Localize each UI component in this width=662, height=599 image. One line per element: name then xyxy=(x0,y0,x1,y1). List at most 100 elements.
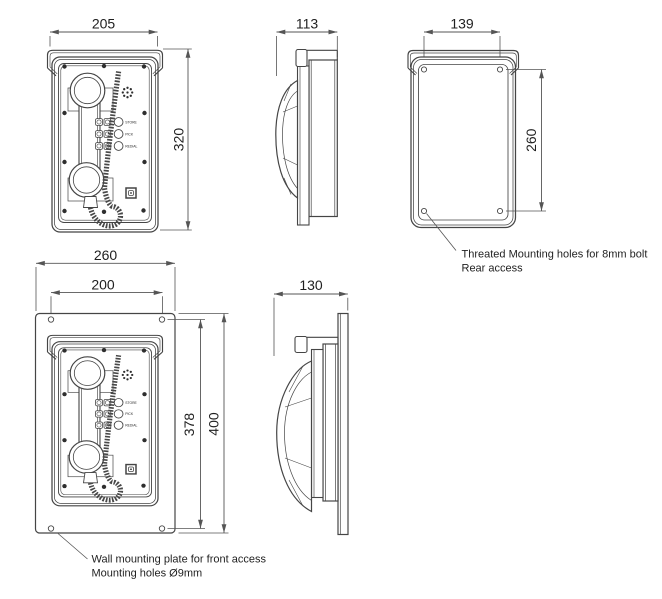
body-inner-line xyxy=(54,59,156,230)
keypad: STORE PICK REDIAL xyxy=(95,117,138,151)
rear-hole-width-value: 139 xyxy=(450,15,474,31)
screw xyxy=(62,208,67,214)
key-label-pick: PICK xyxy=(125,132,134,136)
handset-coiled-cord xyxy=(87,71,124,229)
rear-body-inner xyxy=(413,59,514,226)
screw xyxy=(141,208,146,213)
key-button xyxy=(95,130,103,138)
plate-hole-height-dimension: 378 xyxy=(167,319,205,529)
front-height-value: 320 xyxy=(171,128,187,152)
screw xyxy=(141,64,147,69)
plate-hole xyxy=(158,525,166,532)
leader-line xyxy=(57,533,88,560)
rear-mounting-holes xyxy=(420,66,504,215)
plate-height-value: 400 xyxy=(206,412,222,436)
side-view: 113 xyxy=(275,15,338,226)
screw xyxy=(101,63,107,69)
side-depth-dimension: 113 xyxy=(276,15,338,76)
screw xyxy=(101,209,107,214)
extension-lines xyxy=(506,69,546,212)
front-plate-view: 260 200 378 400 Wal xyxy=(34,247,267,580)
rear-hole-width-dimension: 139 xyxy=(423,15,501,64)
rear-annotation: Threated Mounting holes for 8mm bolt Rea… xyxy=(426,213,648,275)
rear-view: 139 260 Threated Mounting holes xyxy=(407,15,648,275)
plate-annotation: Wall mounting plate for front access Mou… xyxy=(57,533,267,580)
hood-knob xyxy=(295,48,308,68)
front-width-value: 205 xyxy=(92,15,116,31)
plate-hole xyxy=(47,525,55,532)
screw xyxy=(142,159,147,165)
rear-hole-height-dimension: 260 xyxy=(506,69,546,212)
rear-hole-height-value: 260 xyxy=(523,128,539,152)
side-depth-value: 113 xyxy=(296,15,319,31)
earpiece xyxy=(69,72,106,109)
mounting-hole xyxy=(420,207,428,215)
plate-hole-width-value: 200 xyxy=(91,277,115,293)
plate-hole-height-value: 378 xyxy=(181,413,197,437)
plate-hole xyxy=(47,316,55,323)
plate-hole-width-dimension: 200 xyxy=(50,277,163,315)
plate-side xyxy=(337,312,349,536)
plate-width-value: 260 xyxy=(94,247,118,263)
plate-height-dimension: 400 xyxy=(178,313,229,534)
earpiece-inner xyxy=(73,76,102,105)
faceplate-side xyxy=(296,65,310,226)
telephone-side-profile xyxy=(275,48,338,226)
mounting-hole xyxy=(496,207,504,215)
telephone-side-profile-with-plate xyxy=(276,312,349,536)
function-button xyxy=(113,129,124,139)
faceplate xyxy=(58,63,152,223)
handset-profile xyxy=(276,360,313,513)
side-plate-view: 130 xyxy=(273,277,349,536)
speaker-icon xyxy=(121,86,134,99)
mounting-hole xyxy=(496,66,504,73)
cord-boot xyxy=(82,196,99,208)
mounting-hole xyxy=(420,66,428,73)
hood-edge xyxy=(307,336,339,344)
faceplate-screws xyxy=(62,63,147,214)
extension-lines xyxy=(178,313,229,534)
mouthpiece xyxy=(68,162,105,198)
telephone-on-plate xyxy=(48,335,163,505)
function-button xyxy=(113,117,124,127)
mouthpiece-inner xyxy=(72,166,101,194)
plate-width-dimension: 260 xyxy=(35,247,176,311)
hood-knob xyxy=(294,335,308,354)
screw xyxy=(62,110,67,116)
key-button xyxy=(95,142,103,150)
body-side xyxy=(308,59,338,218)
front-height-dimension: 320 xyxy=(160,48,192,231)
screw xyxy=(62,159,67,165)
rear-note-line1: Threated Mounting holes for 8mm bolt xyxy=(462,249,648,261)
screw xyxy=(142,110,147,116)
key-label-redial: REDIAL xyxy=(125,144,137,148)
rear-panel xyxy=(418,64,509,221)
extension-lines xyxy=(35,267,176,311)
extension-lines xyxy=(160,48,192,231)
extension-lines xyxy=(167,319,205,529)
extension-lines xyxy=(273,297,349,356)
screw xyxy=(62,64,67,69)
hood-edge xyxy=(307,49,338,60)
brand-logo-icon xyxy=(125,187,137,199)
side-plate-depth-dimension: 130 xyxy=(273,277,349,356)
keypad-row-store: STORE xyxy=(95,117,138,127)
telephone-front: STORE PICK REDIAL xyxy=(46,49,164,233)
extension-lines xyxy=(50,296,163,315)
extension-lines xyxy=(49,36,158,47)
handset-profile xyxy=(275,79,299,200)
front-view: 205 320 xyxy=(46,15,192,233)
key-label-store: STORE xyxy=(125,120,137,124)
rear-note-line2: Rear access xyxy=(462,263,524,275)
handset xyxy=(67,72,114,208)
plate-note-line2: Mounting holes Ø9mm xyxy=(92,568,203,580)
key-button xyxy=(95,118,103,126)
side-plate-depth-value: 130 xyxy=(299,277,323,293)
faceplate-side xyxy=(310,348,324,499)
hood xyxy=(46,49,164,77)
plate-note-line1: Wall mounting plate for front access xyxy=(92,554,267,566)
telephone-rear xyxy=(407,49,520,229)
front-width-dimension: 205 xyxy=(49,15,158,47)
